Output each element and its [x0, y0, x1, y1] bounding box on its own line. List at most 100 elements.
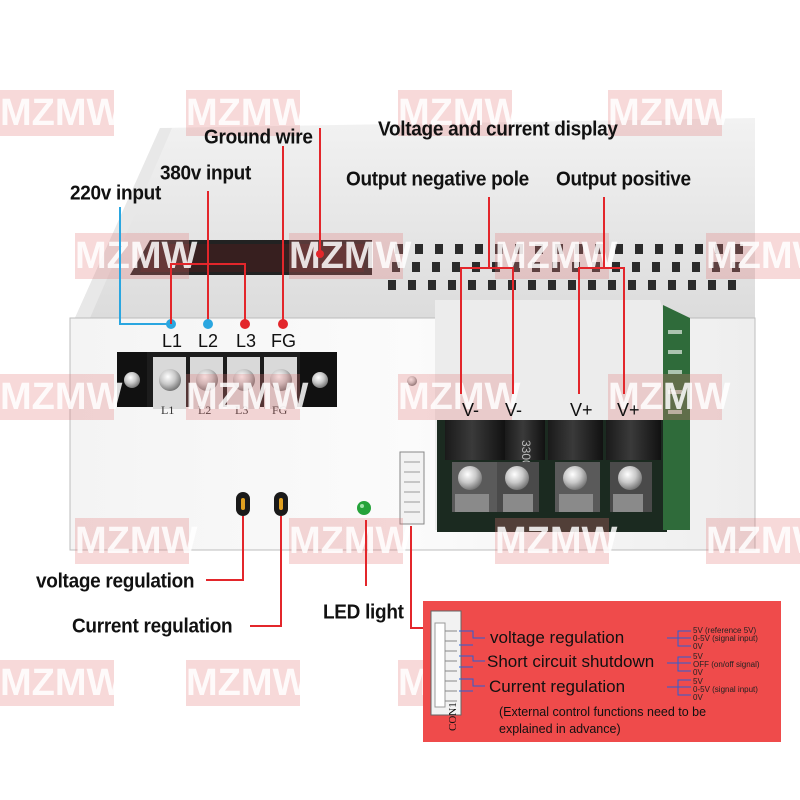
vent-slot: [648, 280, 656, 290]
ground-wire-label: Ground wire: [204, 126, 313, 149]
vent-slot: [455, 244, 463, 254]
terminal-label-fg: FG: [271, 331, 296, 351]
signal-5v-ref: 5V (reference 5V): [693, 626, 757, 635]
vent-slot: [568, 280, 576, 290]
vent-slot: [535, 244, 543, 254]
output-terminals: [452, 462, 652, 512]
vent-slot: [655, 244, 663, 254]
watermark: MZMW: [608, 374, 731, 420]
watermark: MZMW: [608, 90, 731, 136]
led-indicator: [357, 501, 371, 515]
signal-0v: 0V: [693, 693, 703, 702]
vent-slot: [528, 280, 536, 290]
terminal-label-l1: L1: [162, 331, 183, 351]
vent-slot: [588, 280, 596, 290]
watermark: MZMW: [75, 518, 198, 564]
output-label-2: V-: [505, 400, 522, 420]
vent-slot: [428, 280, 436, 290]
vent-slot: [555, 244, 563, 254]
vent-slot: [672, 262, 680, 272]
watermark: MZMW: [495, 518, 618, 564]
vent-slot: [415, 244, 423, 254]
vent-slot: [675, 244, 683, 254]
input-380-label: 380v input: [160, 162, 251, 185]
output-label-3: V+: [570, 400, 593, 420]
vent-slot: [575, 244, 583, 254]
pcb-board: [663, 305, 690, 530]
vent-slot: [392, 262, 400, 272]
vent-slot: [708, 280, 716, 290]
connector-diagram: CON1: [430, 610, 691, 731]
signal-5v: 5V: [693, 652, 703, 661]
vent-slot: [448, 280, 456, 290]
vent-slot: [595, 244, 603, 254]
vent-slot: [488, 280, 496, 290]
plate-label-2: L2: [198, 403, 211, 417]
vent-slot: [495, 244, 503, 254]
vent-slot: [615, 244, 623, 254]
signal-off: OFF (on/off signal): [693, 660, 760, 669]
led-light-label: LED light: [323, 601, 404, 624]
output-negative-label: Output negative pole: [346, 168, 529, 191]
watermark: MZMW: [186, 374, 309, 420]
con1-label: CON1: [447, 702, 459, 731]
vent-slot: [692, 262, 700, 272]
vent-slot: [552, 262, 560, 272]
vent-slot: [628, 280, 636, 290]
watermark: MZMW: [398, 90, 521, 136]
vent-slot: [548, 280, 556, 290]
function-current-regulation: Current regulation: [489, 677, 626, 696]
watermark: MZMW: [706, 518, 800, 564]
vent-slot: [475, 244, 483, 254]
connector-info-panel: CON1 voltage regulation Short circuit sh…: [423, 601, 781, 742]
vent-slot: [572, 262, 580, 272]
vent-slot: [632, 262, 640, 272]
watermark: MZMW: [0, 90, 123, 136]
vent-slot: [735, 244, 743, 254]
watermark: MZMW: [186, 660, 309, 706]
capacitors: [445, 420, 661, 460]
watermark: MZMW: [0, 660, 123, 706]
signal-5v: 5V: [693, 677, 703, 686]
plate-label-1: L1: [161, 403, 174, 417]
vent-slot: [468, 280, 476, 290]
terminal-label-l3: L3: [236, 331, 257, 351]
voltage-regulation-label: voltage regulation: [36, 570, 195, 593]
terminal-label-l2: L2: [198, 331, 219, 351]
input-220-label: 220v input: [70, 182, 161, 205]
plate-label-4: FG: [272, 403, 288, 417]
function-short-circuit-shutdown: Short circuit shutdown: [487, 652, 655, 671]
signal-0v: 0V: [693, 668, 703, 677]
vent-slot: [732, 262, 740, 272]
vent-slot: [408, 280, 416, 290]
output-label-4: V+: [617, 400, 640, 420]
panel-note: (External control functions need to be e…: [499, 705, 707, 736]
signal-0-5v-input: 0-5V (signal input): [693, 685, 758, 694]
vent-slot: [412, 262, 420, 272]
vent-slot: [512, 262, 520, 272]
vent-slot: [715, 244, 723, 254]
vent-slot: [652, 262, 660, 272]
current-regulation-label: Current regulation: [72, 615, 233, 638]
vent-slot: [432, 262, 440, 272]
watermark: MZMW: [289, 518, 412, 564]
vent-slot: [515, 244, 523, 254]
watermark: MZMW: [706, 233, 800, 279]
output-positive-label: Output positive: [556, 168, 691, 191]
signal-0v: 0V: [693, 642, 703, 651]
vent-slot: [435, 244, 443, 254]
watermark: MZMW: [289, 233, 412, 279]
vent-slot: [452, 262, 460, 272]
vent-slot: [668, 280, 676, 290]
signal-0-5v-input: 0-5V (signal input): [693, 634, 758, 643]
vent-slot: [712, 262, 720, 272]
output-label-1: V-: [462, 400, 479, 420]
plate-label-3: L3: [235, 403, 248, 417]
watermark: MZMW: [0, 374, 123, 420]
vent-slot: [388, 280, 396, 290]
watermark: MZMW: [186, 90, 309, 136]
vent-slot: [395, 244, 403, 254]
vent-slot: [728, 280, 736, 290]
adjustment-pots: [236, 492, 288, 516]
